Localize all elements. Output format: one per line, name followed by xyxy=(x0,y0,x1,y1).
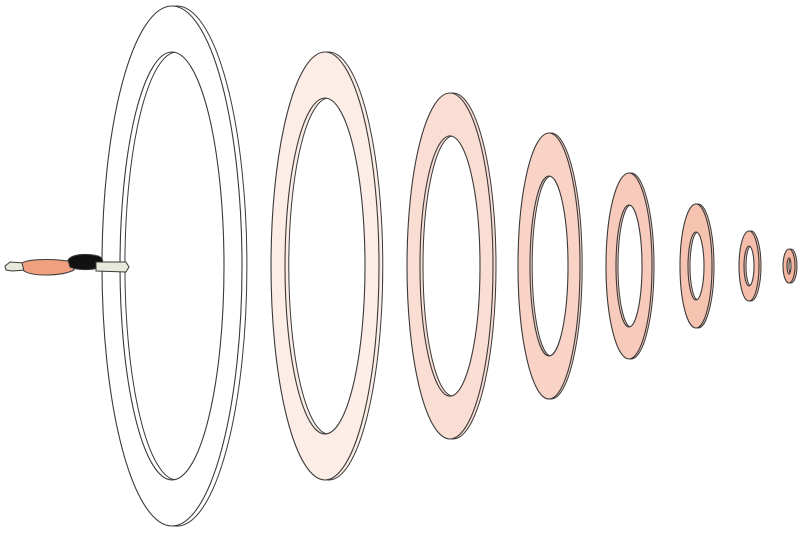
ring-face xyxy=(101,5,243,527)
ring-8 xyxy=(782,248,798,284)
rings-group xyxy=(101,5,798,527)
ring-1 xyxy=(101,5,248,527)
ring-5 xyxy=(605,172,655,360)
figure-body xyxy=(21,259,75,276)
ring-face xyxy=(270,51,380,481)
ring-6 xyxy=(679,203,715,329)
ring-face xyxy=(679,203,713,329)
ring-face xyxy=(517,132,581,400)
ring-face xyxy=(782,248,796,284)
ring-3 xyxy=(406,92,497,440)
figure-arms xyxy=(95,261,130,273)
swimming-person-icon xyxy=(4,253,130,276)
ring-7 xyxy=(738,230,762,302)
ring-face xyxy=(406,92,494,440)
ring-face xyxy=(605,172,653,360)
ring-4 xyxy=(517,132,583,400)
ring-2 xyxy=(270,51,384,481)
ring-face xyxy=(738,230,760,302)
